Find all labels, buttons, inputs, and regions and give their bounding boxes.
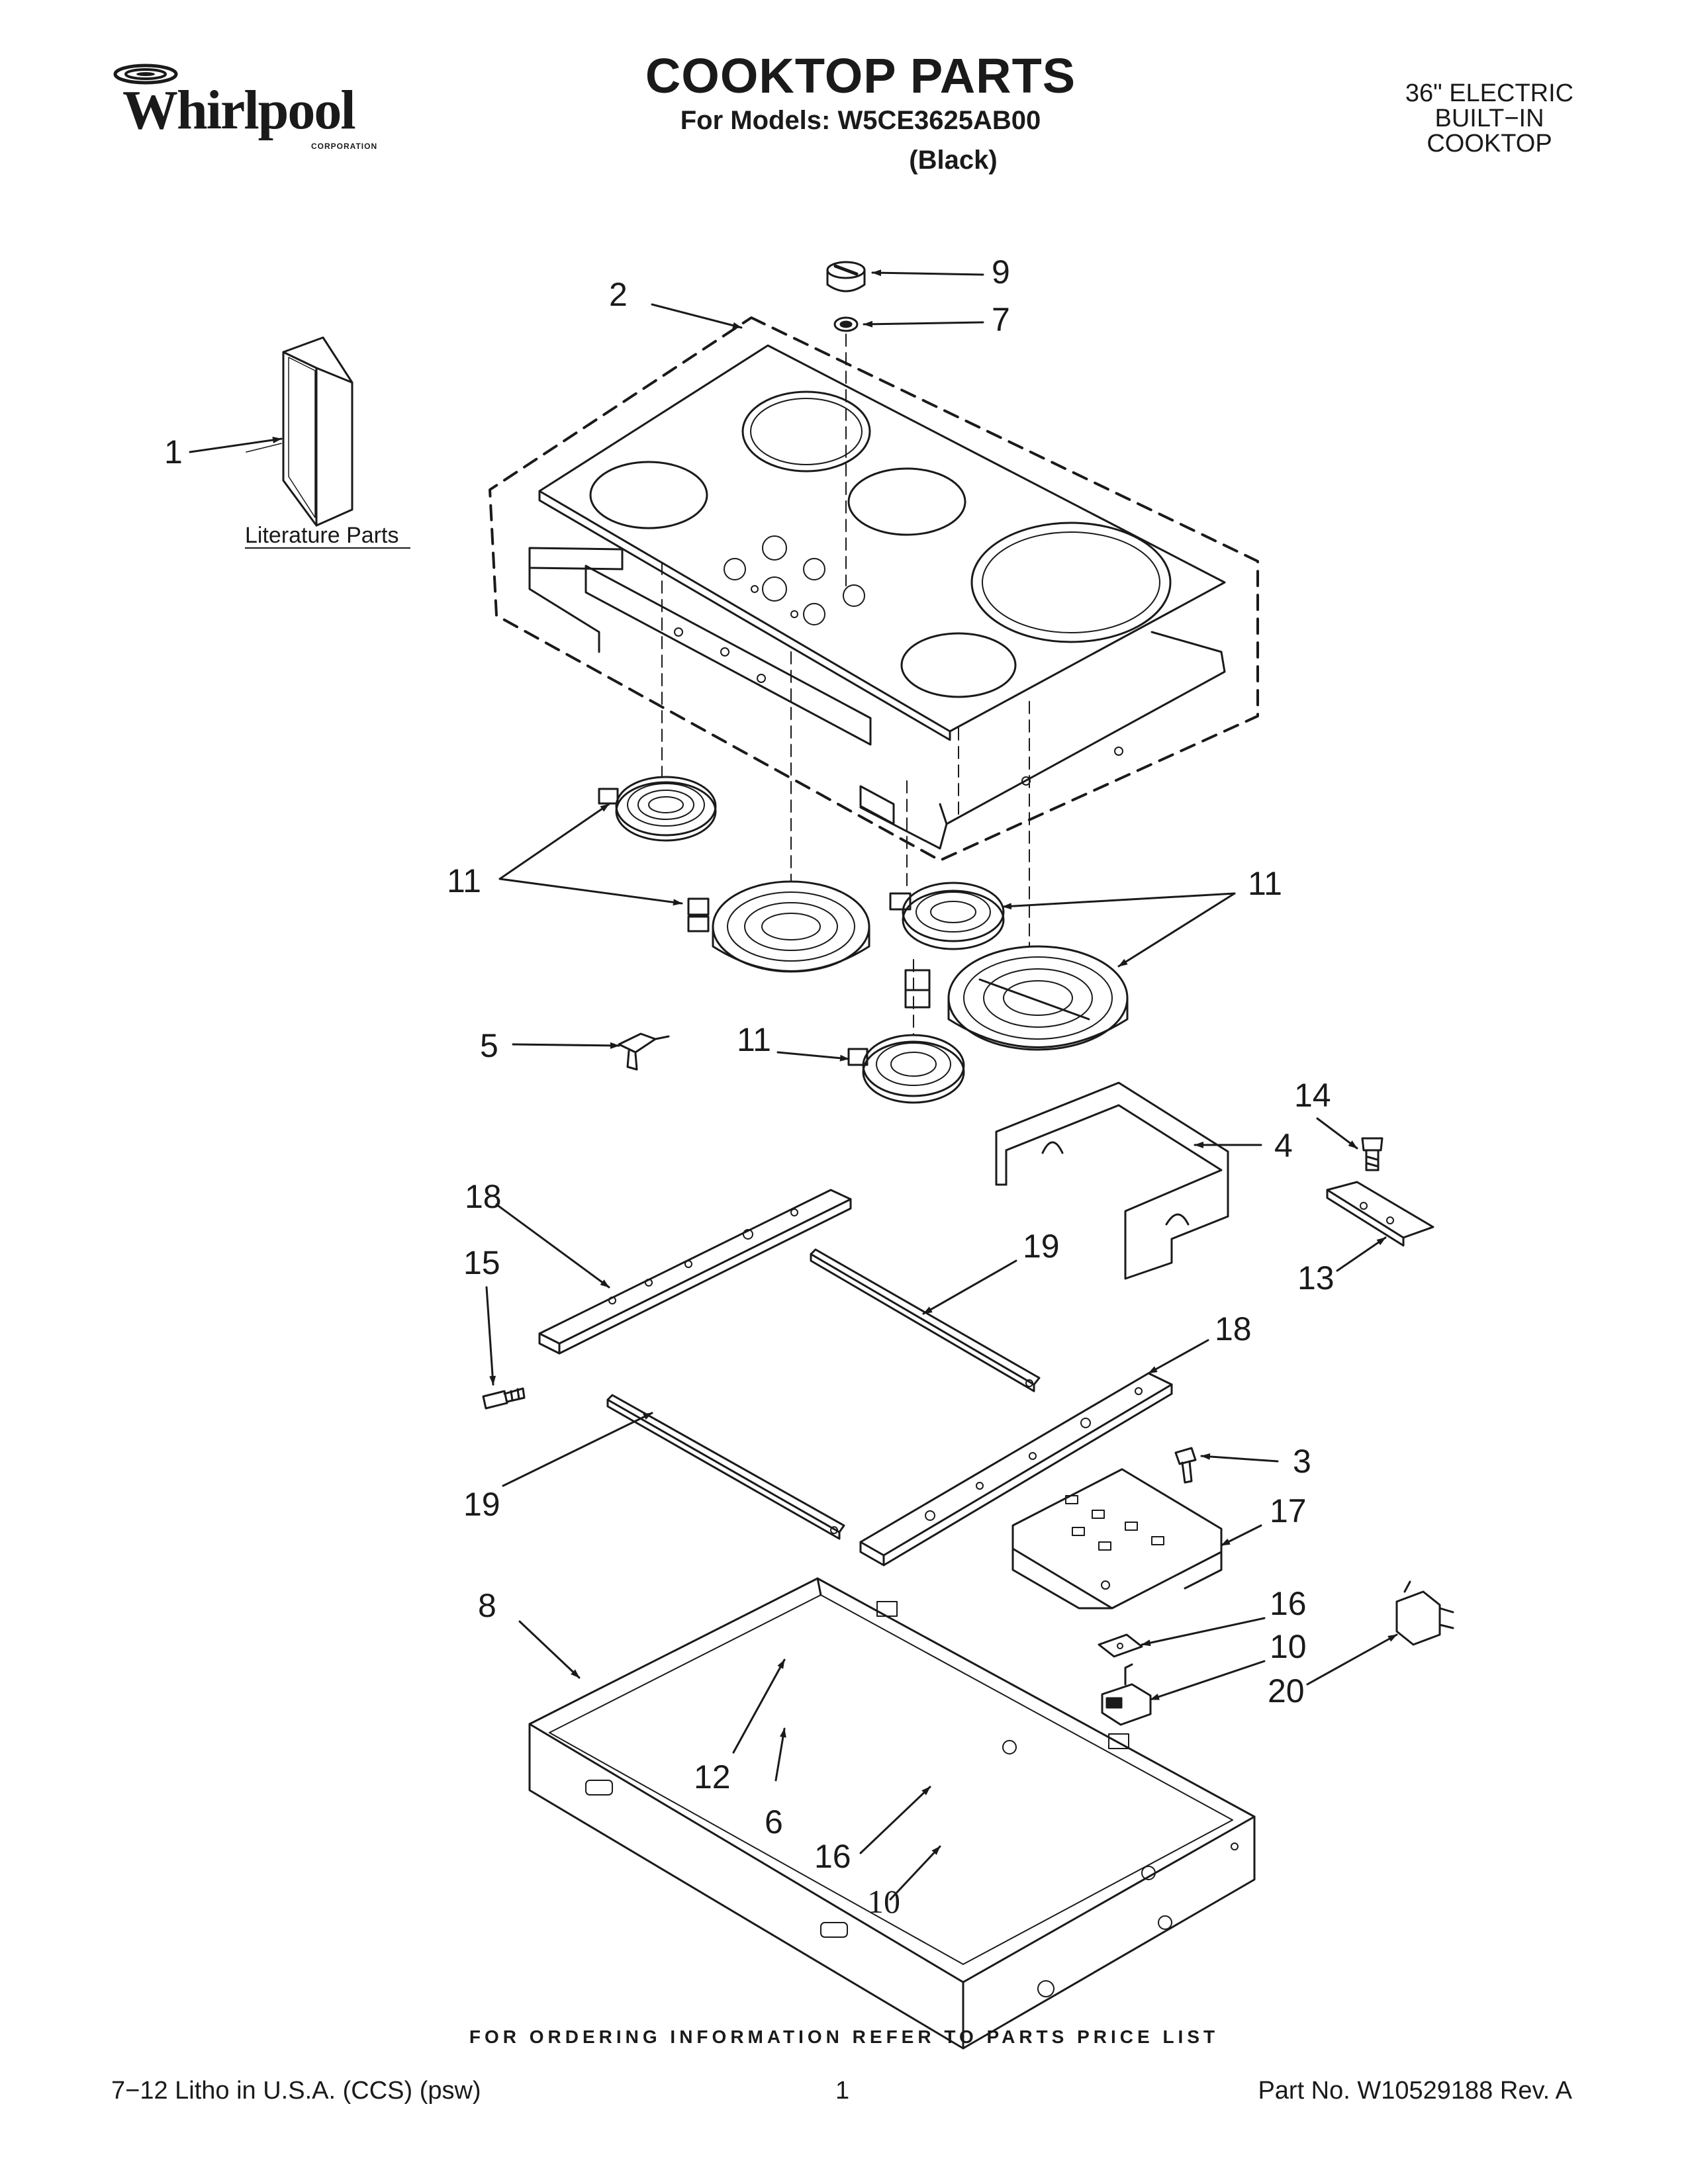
callout-10-upper: 10 [1270, 1628, 1307, 1665]
switch-insulator-upper [1098, 1633, 1143, 1658]
side-rail-left [606, 1394, 845, 1540]
callout-17: 17 [1270, 1492, 1307, 1529]
control-knob [826, 261, 866, 293]
wire-clip [618, 1032, 670, 1071]
callout-18-right: 18 [1215, 1310, 1252, 1347]
callout-8: 8 [478, 1587, 496, 1624]
callout-6: 6 [765, 1803, 783, 1841]
switch-bracket-screw [1174, 1447, 1197, 1484]
surface-element-4 [904, 945, 1129, 1051]
surface-element-1 [598, 776, 717, 842]
callout-19-right: 19 [1023, 1228, 1060, 1265]
callout-5: 5 [480, 1027, 498, 1064]
glass-cooktop [538, 344, 1226, 741]
literature-parts-label: Literature Parts [245, 523, 399, 548]
brand-subtitle: CORPORATION [311, 142, 378, 151]
rail-screw [482, 1387, 526, 1410]
surface-element-2 [687, 880, 870, 973]
models-line: For Models: W5CE3625AB00 [680, 106, 1041, 135]
brand-wordmark: Whirlpool [122, 79, 356, 141]
callout-9: 9 [992, 253, 1010, 291]
color-line: (Black) [909, 146, 998, 175]
callout-19-left: 19 [463, 1486, 500, 1523]
page-number: 1 [835, 2077, 850, 2105]
heat-shield-bracket [995, 1081, 1229, 1280]
cooktop-frame [528, 547, 1226, 850]
callout-11-lower: 11 [737, 1021, 771, 1058]
surface-element-5 [847, 1034, 965, 1104]
callout-18-left: 18 [465, 1178, 502, 1215]
whirlpool-logo [113, 64, 178, 85]
surface-element-3 [889, 882, 1005, 950]
rear-rail [859, 1372, 1173, 1567]
bracket-screw [1361, 1137, 1383, 1171]
switch-mounting-bracket [1011, 1468, 1223, 1610]
callout-10-lower: 10 [867, 1883, 900, 1920]
side-rail-right [810, 1248, 1041, 1392]
page-title: COOKTOP PARTS [645, 48, 1076, 103]
thermal-limiter [1395, 1580, 1454, 1646]
knob-bezel-ring [833, 316, 859, 332]
callout-2: 2 [609, 276, 628, 313]
callout-1: 1 [164, 433, 183, 471]
literature-booklet [282, 336, 353, 527]
category-line-3: COOKTOP [1427, 130, 1552, 158]
callout-14: 14 [1294, 1077, 1331, 1114]
callout-20: 20 [1268, 1672, 1305, 1709]
category-line-2: BUILT−IN [1434, 105, 1544, 132]
infinite-switch-upper [1101, 1663, 1152, 1726]
callout-12: 12 [694, 1758, 731, 1796]
callout-16-lower: 16 [814, 1838, 851, 1875]
front-rail [538, 1189, 852, 1355]
callout-13: 13 [1297, 1259, 1335, 1297]
callout-11-right: 11 [1248, 865, 1282, 902]
callout-7: 7 [992, 301, 1010, 338]
callout-3: 3 [1293, 1443, 1311, 1480]
glass-top-assembly-outline [489, 316, 1259, 862]
callout-4: 4 [1274, 1127, 1293, 1164]
mounting-bracket [1326, 1181, 1434, 1247]
ordering-note: FOR ORDERING INFORMATION REFER TO PARTS … [469, 2026, 1219, 2047]
callout-16-upper: 16 [1270, 1585, 1307, 1622]
cooktop-base-pan [528, 1577, 1256, 2050]
callout-11-left: 11 [447, 862, 481, 899]
print-info: 7−12 Litho in U.S.A. (CCS) (psw) [111, 2077, 481, 2105]
document-part-number: Part No. W10529188 Rev. A [1258, 2077, 1572, 2105]
category-line-1: 36" ELECTRIC [1405, 79, 1574, 107]
callout-15: 15 [463, 1244, 500, 1281]
